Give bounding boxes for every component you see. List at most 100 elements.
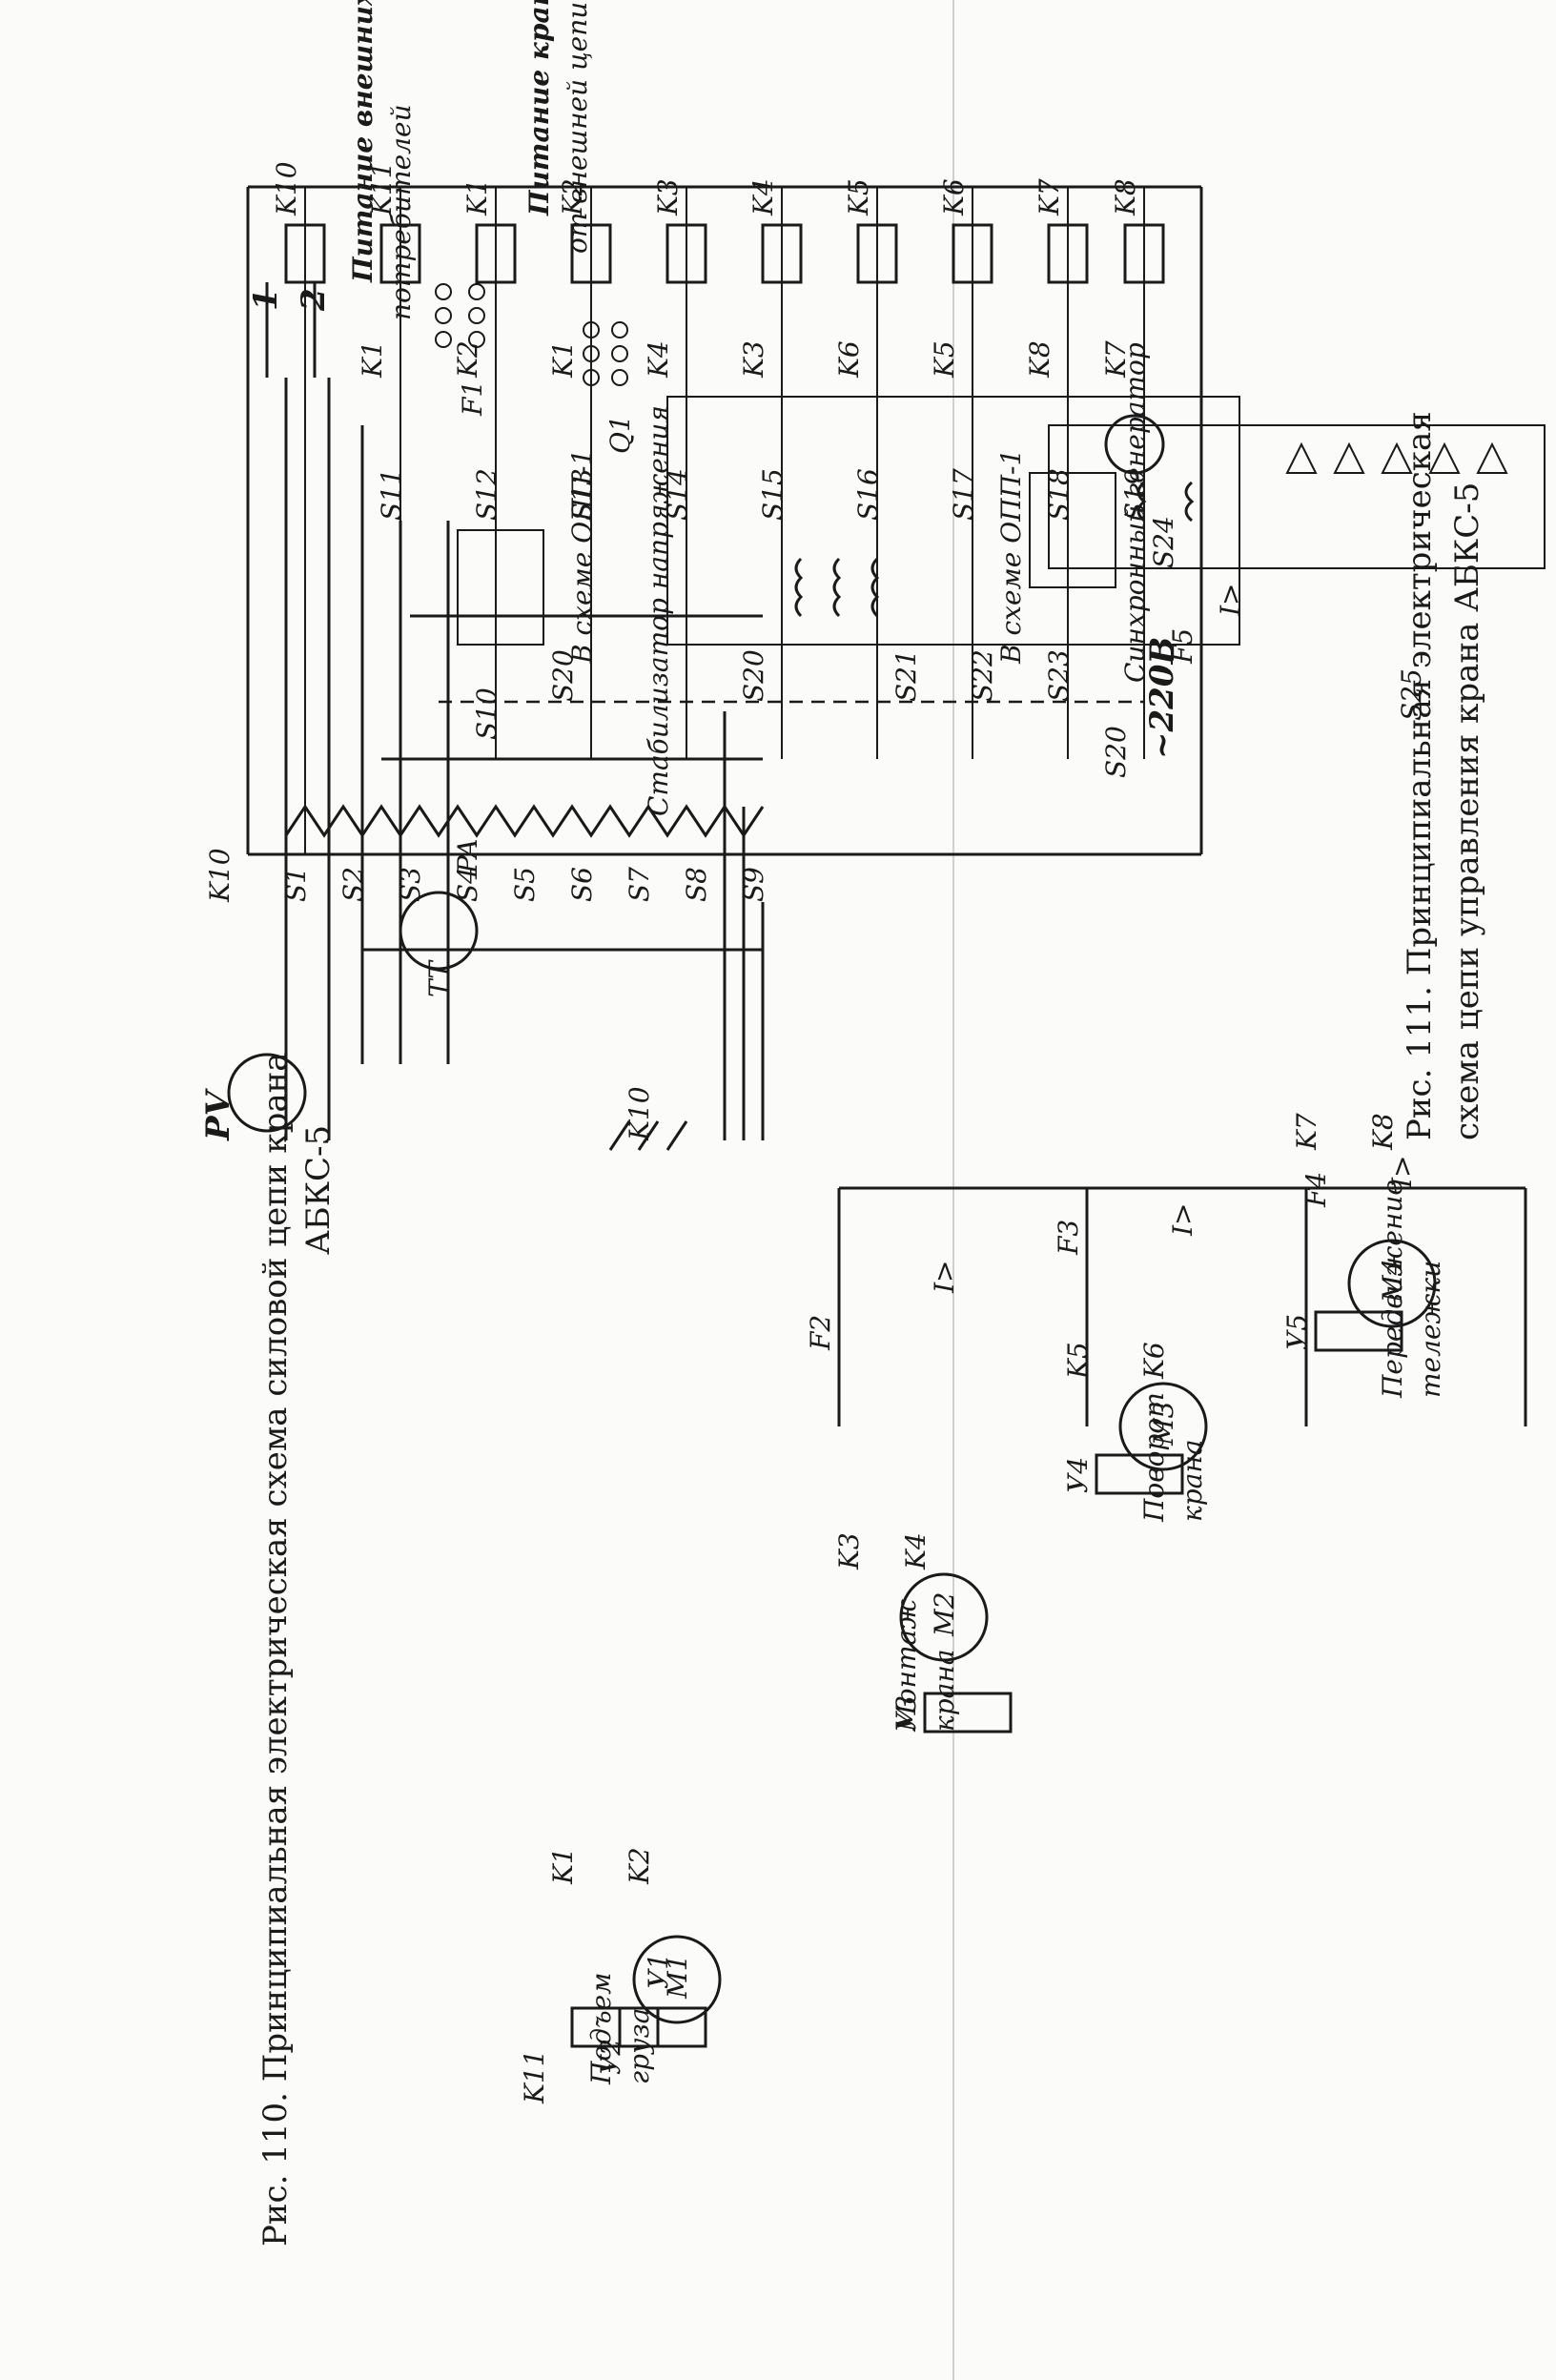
voltage-stabilizer-label: Стабилизатор напряжения <box>643 405 674 816</box>
PV-label: PV <box>199 1087 237 1141</box>
coil-k2: K2 <box>557 178 612 284</box>
voltmeter-pv <box>227 1053 307 1133</box>
S10-label: S10 <box>471 687 502 740</box>
motor-desc-1b: груза <box>624 2008 655 2084</box>
Y1-label: У1 <box>643 1953 674 1989</box>
S20-label-c: S20 <box>1100 726 1132 778</box>
brake-y3 <box>923 1692 1013 1734</box>
S18-label: S18 <box>1043 468 1075 521</box>
S17-label: S17 <box>948 468 979 521</box>
brake-y5 <box>1314 1310 1403 1352</box>
Y2-label: У2 <box>595 2039 626 2075</box>
K8-label: K8 <box>1367 1113 1399 1151</box>
figure-111: Рис. 111. Принципиальная электрическая с… <box>204 161 1486 1140</box>
motor-m4: M4 <box>1347 1239 1437 1328</box>
motor-m2: M2 <box>899 1572 989 1662</box>
in-circuit-label-a: В схеме ОПП-1 <box>566 449 598 665</box>
K4-label: K4 <box>900 1532 932 1570</box>
contact-k2: K2 <box>452 340 483 379</box>
svg-text:M3: M3 <box>1148 1402 1179 1446</box>
supply-crane-2: от внешней цепи <box>562 2 593 254</box>
S11-label: S11 <box>376 468 407 521</box>
k10-main-contacts <box>608 1120 688 1151</box>
K3-label: K3 <box>833 1532 865 1570</box>
S21-label: S21 <box>891 649 922 702</box>
svg-text:K1: K1 <box>461 178 493 216</box>
motor-m1: M1 <box>632 1935 722 2024</box>
coil-k3: K3 <box>652 178 707 284</box>
stabilizer-box <box>666 396 1240 646</box>
overcurrent-f2: I> <box>929 1260 960 1294</box>
S8-label: S8 <box>681 867 712 902</box>
opp1-box-a <box>457 529 544 646</box>
coil-k5: K5 <box>843 178 898 284</box>
coil-k11: K11 <box>366 161 421 284</box>
motor-desc-3b: крана <box>1177 1440 1208 1522</box>
S14-label: S14 <box>662 468 693 521</box>
coil-k1: K1 <box>461 178 517 284</box>
motor-desc-1a: Подъем <box>585 1973 617 2085</box>
K10-label: K10 <box>624 1086 655 1141</box>
PA-label: PA <box>452 839 483 875</box>
K1-label: K1 <box>547 1847 579 1885</box>
fig110-caption-line2: АБКС-5 <box>299 1125 338 1255</box>
overcurrent-f3: I> <box>1167 1202 1198 1237</box>
motor-desc-3a: Поворот <box>1138 1392 1170 1523</box>
svg-text:M1: M1 <box>662 1955 693 2000</box>
fig111-caption-line1: Рис. 111. Принципиальная электрическая <box>1401 411 1439 1140</box>
Y4-label: У4 <box>1062 1457 1094 1493</box>
ammeter-pa <box>399 891 479 971</box>
S16-label: S16 <box>852 468 884 521</box>
svg-text:K6: K6 <box>938 178 970 216</box>
S1-label: S1 <box>280 867 312 902</box>
motor-desc-4b: тележки <box>1415 1261 1446 1398</box>
S20-label-b: S20 <box>738 649 769 702</box>
sync-generator-label: Синхронный генератор <box>1119 342 1151 683</box>
in-circuit-label-b: В схеме ОПП-1 <box>995 449 1027 665</box>
contact-k1a: K1 <box>357 340 388 379</box>
diode-bridge <box>1285 441 1508 474</box>
S20-label-a: S20 <box>547 649 579 702</box>
opp1-box-b <box>1029 472 1116 588</box>
svg-text:K10: K10 <box>271 161 302 216</box>
contact-k6: K6 <box>833 340 865 379</box>
supply-crane-1: Питание крана <box>523 0 555 216</box>
motor-desc-2a: Монтаж <box>891 1599 922 1733</box>
control-rails <box>246 185 1203 856</box>
coil-k10: K10 <box>271 161 326 284</box>
S22-label: S22 <box>967 649 998 702</box>
motor-feeders <box>837 1186 1527 1426</box>
Y5-label: У5 <box>1281 1314 1313 1350</box>
F1-label: F1 <box>457 380 488 417</box>
power-buses <box>284 378 765 1140</box>
F2-label: F2 <box>805 1315 836 1351</box>
fig110-caption-line1: Рис. 110. Принципиальная электрическая с… <box>256 1052 295 2247</box>
contact-k8: K8 <box>1024 340 1055 379</box>
TT-label: TT <box>423 959 455 997</box>
svg-text:K4: K4 <box>747 178 779 216</box>
svg-text:M2: M2 <box>929 1592 960 1637</box>
crane-terminal-block <box>583 321 628 386</box>
S19-label: S19 <box>1119 468 1151 521</box>
svg-text:K8: K8 <box>1110 178 1141 216</box>
svg-text:M4: M4 <box>1377 1259 1408 1303</box>
contact-k4: K4 <box>643 340 674 379</box>
S12-label: S12 <box>471 468 502 521</box>
limit-switch-chain <box>284 804 765 838</box>
figure-110: Рис. 110. Принципиальная электрическая с… <box>199 0 1546 2247</box>
K10-contact-label: K10 <box>204 848 235 903</box>
S23-label: S23 <box>1043 649 1075 702</box>
motor-m3: M3 <box>1118 1382 1208 1471</box>
S9-label: S9 <box>738 867 769 902</box>
contact-k1b: K1 <box>547 340 579 379</box>
fig111-caption-line2: схема цепи управления крана АБКС-5 <box>1448 482 1486 1140</box>
overcurrent-f4: I> <box>1386 1155 1418 1189</box>
Y3-label: У3 <box>891 1695 922 1732</box>
generator-box <box>1048 424 1546 569</box>
stabilizer-chokes <box>794 557 880 618</box>
coil-k8: K8 <box>1110 178 1165 284</box>
F5-label: F5 <box>1167 628 1198 665</box>
motor-desc-2b: крана <box>929 1650 960 1732</box>
